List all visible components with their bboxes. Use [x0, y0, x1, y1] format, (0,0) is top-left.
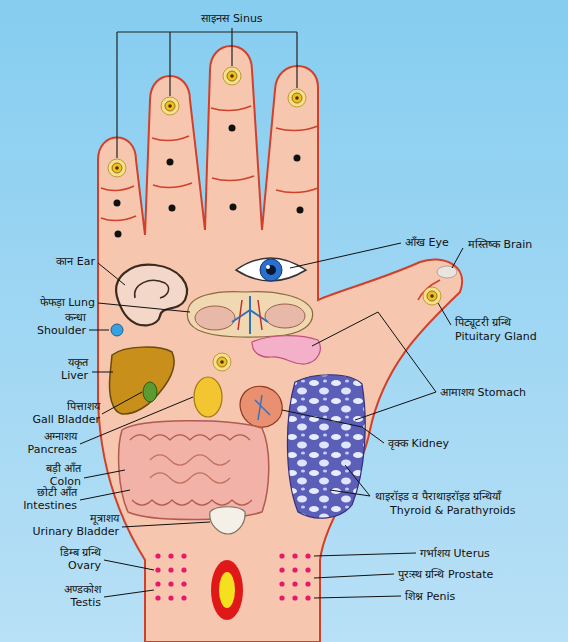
leader-lines — [80, 243, 463, 598]
organ-label: अण्डकोश — [64, 583, 101, 596]
organ-label: Pituitary Gland — [455, 330, 537, 343]
organ-label: मूत्राशय — [90, 512, 119, 525]
organ-label: फेफड़ा Lung — [40, 296, 95, 309]
bladder-organ — [210, 507, 245, 534]
hand-outline — [98, 46, 462, 642]
organ-label: Urinary Bladder — [33, 525, 119, 538]
sinus-bracket — [117, 28, 297, 158]
organ-label: बड़ी आँत — [46, 462, 82, 475]
organ-label: अग्नाशय — [44, 430, 77, 443]
organ-label: Intestines — [23, 499, 77, 512]
pancreas-organ — [194, 377, 222, 417]
organ-label: पिट्यूटरी ग्रन्थि — [455, 316, 512, 329]
eye-organ — [236, 258, 306, 281]
organ-label: शिश्न Penis — [405, 590, 455, 603]
organ-label: पित्ताशय — [67, 400, 100, 413]
organ-label: गर्भाशय Uterus — [420, 547, 490, 560]
wrist-dots — [155, 553, 310, 600]
stomach-organ — [252, 336, 320, 364]
gall-bladder-organ — [143, 382, 157, 402]
lung-organ — [187, 292, 312, 337]
organ-label: Gall Bladder — [33, 413, 100, 426]
organ-label: Liver — [61, 369, 88, 382]
brain-spot — [437, 266, 457, 278]
organ-label: डिम्ब ग्रन्थि — [60, 546, 102, 559]
thyroid-region — [287, 375, 365, 518]
shoulder-point — [111, 324, 123, 336]
organ-label: कान Ear — [56, 255, 95, 268]
organ-label: छोटी आँत — [37, 486, 78, 499]
organ-label: Thyroid & Parathyroids — [390, 504, 516, 517]
sinus-symbols — [108, 67, 441, 371]
organ-label: मस्तिष्क Brain — [468, 238, 532, 251]
ear-detail — [135, 280, 169, 298]
organ-label: यकृत — [68, 356, 88, 369]
organ-label: आमाशय Stomach — [440, 386, 526, 399]
organ-label: Shoulder — [37, 324, 86, 337]
organ-label: Testis — [71, 596, 101, 609]
wrist-marks — [211, 560, 243, 620]
organ-label: Ovary — [68, 559, 101, 572]
organ-label: कन्धा — [65, 311, 86, 324]
organ-label: थाइरॉइड व पैराथाइरॉइड ग्रन्थियाँ — [375, 490, 502, 503]
intestine-organ — [119, 421, 269, 520]
organ-label: Pancreas — [28, 443, 77, 456]
organ-label: पुरःस्थ ग्रन्थि Prostate — [398, 568, 493, 581]
organ-label: आँख Eye — [405, 236, 449, 249]
kidney-organ — [240, 386, 282, 427]
reflex-dots — [114, 125, 304, 238]
organ-label: साइनस Sinus — [201, 12, 262, 25]
organ-label: वृक्क Kidney — [388, 437, 449, 450]
ear-organ — [116, 265, 187, 326]
